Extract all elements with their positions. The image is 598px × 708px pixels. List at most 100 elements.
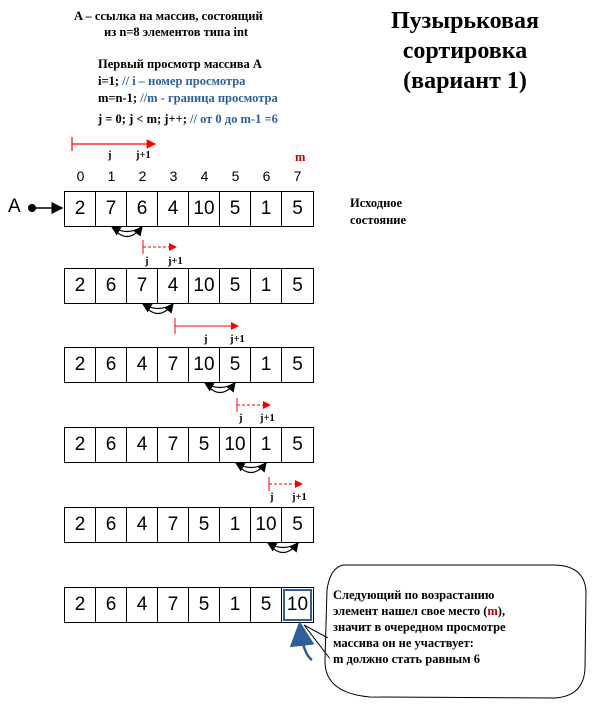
index-row: 0 1 2 3 4 5 6 7 bbox=[65, 168, 313, 184]
array-cell: 2 bbox=[65, 428, 96, 462]
array-cell: 6 bbox=[96, 269, 127, 303]
j-step-arrow-1: j j+1 bbox=[142, 240, 183, 267]
array-cell: 7 bbox=[158, 428, 189, 462]
note-line-1: Следующий по возрастанию bbox=[333, 588, 495, 602]
array-cell: 1 bbox=[251, 269, 282, 303]
array-cell: 4 bbox=[127, 508, 158, 542]
array-cell: 5 bbox=[220, 348, 251, 382]
note-callout-bubble bbox=[303, 564, 587, 699]
svg-text:j: j bbox=[269, 492, 274, 503]
swap-arc bbox=[141, 303, 174, 313]
svg-text:j: j bbox=[238, 413, 243, 424]
array-cell: 1 bbox=[251, 192, 282, 226]
array-cell: 5 bbox=[292, 514, 303, 535]
array-cell: 2 bbox=[65, 588, 96, 622]
note-line-4: массива он не участвует: bbox=[333, 636, 474, 650]
array-cell: 2 bbox=[65, 269, 96, 303]
svg-text:j+1: j+1 bbox=[229, 334, 245, 345]
array-cell: 5 bbox=[292, 275, 303, 296]
array-cell: 5 bbox=[292, 434, 303, 455]
index-label: 6 bbox=[262, 168, 271, 184]
svg-text:j+1: j+1 bbox=[259, 413, 275, 424]
index-label: 4 bbox=[200, 168, 209, 184]
array-cell: 1 bbox=[251, 428, 282, 462]
array-cell: 6 bbox=[127, 192, 158, 226]
index-label: 3 bbox=[169, 168, 178, 184]
pass-line-3: m=n-1; //m - граница просмотра bbox=[98, 91, 278, 105]
note-line-2: элемент нашел свое место (m), bbox=[333, 604, 506, 618]
index-label: 1 bbox=[107, 168, 116, 184]
array-cell: 7 bbox=[158, 348, 189, 382]
array-cell: 5 bbox=[189, 588, 220, 622]
index-label: 0 bbox=[76, 168, 85, 184]
array-cell: 4 bbox=[127, 588, 158, 622]
array-row-5: 2 6 4 7 5 1 5 10 bbox=[64, 587, 314, 623]
svg-text:j: j bbox=[144, 256, 149, 267]
header-line-1: A – ссылка на массив, состоящий bbox=[74, 9, 263, 23]
sorted-pointer-arrow bbox=[289, 621, 315, 662]
top-j-label: j bbox=[108, 150, 112, 161]
array-cell: 5 bbox=[189, 508, 220, 542]
initial-state-label: Исходное состояние bbox=[350, 196, 407, 227]
j-step-arrow-4: j j+1 bbox=[268, 477, 307, 503]
array-cell: 2 bbox=[65, 348, 96, 382]
array-cell: 7 bbox=[158, 588, 189, 622]
top-j1-label: j+1 bbox=[136, 150, 151, 161]
array-cell: 10 bbox=[220, 428, 251, 462]
index-label: 2 bbox=[138, 168, 147, 184]
array-cell: 2 bbox=[65, 192, 96, 226]
array-cell: 6 bbox=[96, 348, 127, 382]
j-step-arrow-2: j j+1 bbox=[174, 318, 245, 345]
array-row-1: 2 6 7 4 10 5 1 5 bbox=[64, 268, 314, 304]
header-line-2: из n=8 элементов типа int bbox=[104, 25, 249, 39]
pass-line-4: j = 0; j < m; j++; // от 0 до m-1 =6 bbox=[98, 112, 278, 126]
svg-text:j+1: j+1 bbox=[291, 492, 307, 503]
array-row-3: 2 6 4 7 5 10 1 5 bbox=[64, 427, 314, 463]
array-cell: 4 bbox=[127, 348, 158, 382]
array-cell: 10 bbox=[189, 269, 220, 303]
array-cell: 4 bbox=[127, 428, 158, 462]
array-cell: 10 bbox=[189, 192, 220, 226]
array-cell: 7 bbox=[127, 269, 158, 303]
array-cell: 4 bbox=[158, 269, 189, 303]
array-cell: 5 bbox=[251, 588, 282, 622]
array-row-2: 2 6 4 7 10 5 1 5 bbox=[64, 347, 314, 383]
array-cell: 2 bbox=[65, 508, 96, 542]
note-line-5: m должно стать равным 6 bbox=[333, 652, 481, 666]
array-cell: 6 bbox=[96, 588, 127, 622]
array-cell: 5 bbox=[220, 269, 251, 303]
array-cell: 7 bbox=[96, 192, 127, 226]
svg-text:j+1: j+1 bbox=[167, 256, 183, 267]
array-cell: 5 bbox=[189, 428, 220, 462]
title-line-3: (вариант 1) bbox=[403, 68, 527, 94]
array-cell: 1 bbox=[220, 588, 251, 622]
array-cell: 5 bbox=[292, 354, 303, 375]
array-cell: 5 bbox=[292, 198, 303, 219]
array-name-label: A bbox=[8, 196, 21, 217]
array-cell: 6 bbox=[96, 428, 127, 462]
pass-line-2: i=1; // i – номер просмотра bbox=[98, 74, 246, 88]
array-cell: 1 bbox=[220, 508, 251, 542]
array-cell: 10 bbox=[189, 348, 220, 382]
array-pointer-arrow bbox=[28, 202, 64, 214]
pass-boundary-line bbox=[71, 137, 157, 151]
array-row-4: 2 6 4 7 5 1 10 5 bbox=[64, 507, 314, 543]
swap-arc bbox=[203, 382, 236, 392]
array-cell: 10 bbox=[251, 508, 282, 542]
title-line-2: сортировка bbox=[402, 38, 528, 64]
j-step-arrow-3: j j+1 bbox=[236, 398, 275, 424]
pass-line-1: Первый просмотр массива А bbox=[98, 57, 262, 71]
array-cell: 1 bbox=[251, 348, 282, 382]
array-cell: 4 bbox=[158, 192, 189, 226]
swap-arc bbox=[234, 462, 267, 472]
svg-text:j: j bbox=[203, 334, 208, 345]
array-cell: 6 bbox=[96, 508, 127, 542]
title-line-1: Пузырьковая bbox=[391, 8, 539, 34]
array-cell-sorted: 10 bbox=[282, 588, 313, 622]
array-cell: 5 bbox=[220, 192, 251, 226]
swap-arc bbox=[266, 542, 299, 552]
note-line-3: значит в очередном просмотре bbox=[333, 620, 506, 634]
array-row-0: 2 7 6 4 10 5 1 5 bbox=[64, 191, 314, 227]
swap-arc bbox=[110, 226, 143, 236]
